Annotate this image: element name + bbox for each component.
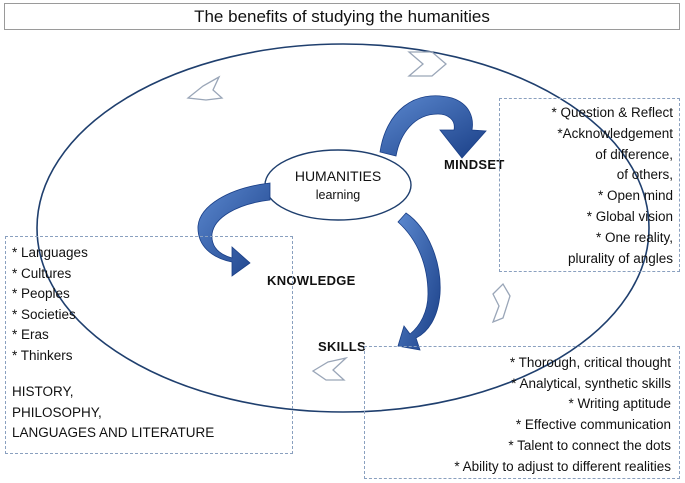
- list-item: * Open mind: [597, 188, 673, 204]
- curved-arrow-icon: [197, 182, 271, 277]
- field-line: HISTORY,: [12, 384, 74, 399]
- chevron-icon: [311, 356, 349, 381]
- chevron-icon: [491, 282, 511, 324]
- chevron-icon: [186, 75, 224, 101]
- list-item: * Peoples: [12, 286, 70, 301]
- cycle-chevrons: [186, 51, 511, 381]
- list-item: * Ability to adjust to different realiti…: [454, 458, 671, 474]
- list-item: * Effective communication: [515, 417, 671, 433]
- field-line: LANGUAGES AND LITERATURE: [12, 425, 215, 440]
- list-item: * Global vision: [586, 208, 673, 224]
- knowledge-fields: HISTORY, PHILOSOPHY, LANGUAGES AND LITER…: [12, 382, 286, 444]
- list-item: * Question & Reflect: [551, 105, 673, 120]
- outer-cycle-ellipse: [36, 43, 650, 413]
- curved-arrow-icon: [379, 95, 487, 159]
- list-item: *Acknowledgement: [557, 125, 673, 141]
- list-item: plurality of angles: [567, 250, 673, 266]
- list-item: * Analytical, synthetic skills: [511, 375, 671, 391]
- field-line: PHILOSOPHY,: [12, 404, 102, 420]
- knowledge-box: * Languages * Cultures * Peoples * Socie…: [5, 236, 293, 454]
- mindset-box: * Question & Reflect *Acknowledgement of…: [499, 98, 680, 272]
- knowledge-list: * Languages * Cultures * Peoples * Socie…: [12, 243, 286, 366]
- skills-box: * Thorough, critical thought * Analytica…: [364, 346, 680, 479]
- chevron-icon: [407, 51, 447, 77]
- list-item: of others,: [616, 167, 673, 183]
- curved-arrow-icon: [397, 212, 441, 351]
- center-title: HUMANITIES: [294, 168, 382, 184]
- skills-label: SKILLS: [318, 339, 367, 354]
- skills-list: * Thorough, critical thought * Analytica…: [373, 353, 671, 477]
- list-item: * Cultures: [12, 265, 72, 281]
- list-item: of difference,: [595, 146, 673, 162]
- diagram-title: The benefits of studying the humanities: [4, 3, 680, 30]
- list-item: * Thinkers: [12, 347, 73, 363]
- center-subtitle: learning: [315, 188, 361, 202]
- list-item: * Societies: [12, 306, 76, 322]
- mindset-list: * Question & Reflect *Acknowledgement of…: [506, 103, 673, 269]
- center-node: HUMANITIES learning: [263, 152, 413, 218]
- list-item: * Talent to connect the dots: [508, 437, 671, 453]
- list-item: * Writing aptitude: [568, 396, 671, 412]
- list-item: * Languages: [12, 245, 88, 260]
- knowledge-label: KNOWLEDGE: [267, 273, 356, 288]
- list-item: * Thorough, critical thought: [509, 355, 671, 370]
- list-item: * One reality,: [595, 229, 673, 245]
- list-item: * Eras: [12, 327, 49, 342]
- mindset-label: MINDSET: [444, 157, 505, 172]
